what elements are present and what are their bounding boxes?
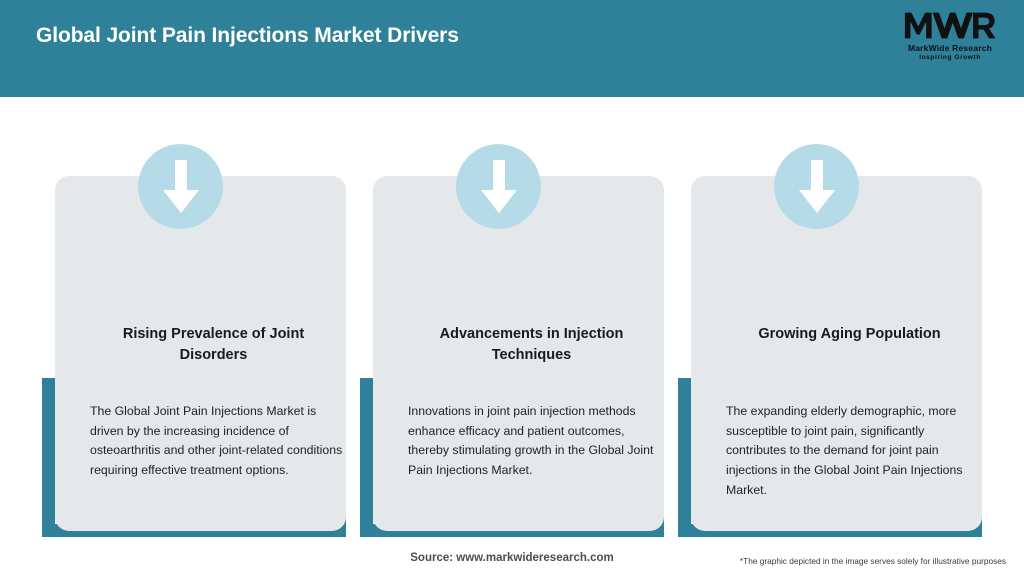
header-bar: Global Joint Pain Injections Market Driv…	[0, 0, 1024, 97]
card-title: Growing Aging Population	[758, 326, 941, 342]
card-panel: Rising Prevalence of Joint Disorders The…	[55, 176, 346, 531]
card-title: Advancements in Injection Techniques	[439, 326, 624, 364]
card-frame-left-bar	[360, 378, 373, 537]
card-frame-left-bar	[678, 378, 691, 537]
page-title: Global Joint Pain Injections Market Driv…	[36, 24, 459, 47]
card-body: The expanding elderly demographic, more …	[726, 404, 963, 497]
card-body: Innovations in joint pain injection meth…	[408, 404, 654, 478]
brand-name: MarkWide Research	[907, 43, 993, 53]
driver-card-1: Rising Prevalence of Joint Disorders The…	[42, 97, 360, 537]
card-panel: Growing Aging Population The expanding e…	[691, 176, 982, 531]
down-arrow-icon	[774, 144, 859, 229]
down-arrow-icon	[456, 144, 541, 229]
card-frame-left-bar	[42, 378, 55, 537]
driver-card-3: Growing Aging Population The expanding e…	[678, 97, 996, 537]
brand-logo: MarkWide Research Inspiring Growth	[894, 8, 1006, 70]
mwr-logomark-icon	[904, 12, 996, 39]
driver-card-2: Advancements in Injection Techniques Inn…	[360, 97, 678, 537]
driver-cards-area: Rising Prevalence of Joint Disorders The…	[0, 97, 1024, 537]
card-panel: Advancements in Injection Techniques Inn…	[373, 176, 664, 531]
brand-tagline: Inspiring Growth	[919, 54, 981, 61]
card-body: The Global Joint Pain Injections Market …	[90, 404, 343, 478]
down-arrow-icon	[138, 144, 223, 229]
footer-source-text: Source: www.markwideresearch.com	[410, 552, 614, 564]
card-title: Rising Prevalence of Joint Disorders	[122, 326, 305, 364]
footer-disclaimer-text: *The graphic depicted in the image serve…	[739, 556, 1006, 566]
